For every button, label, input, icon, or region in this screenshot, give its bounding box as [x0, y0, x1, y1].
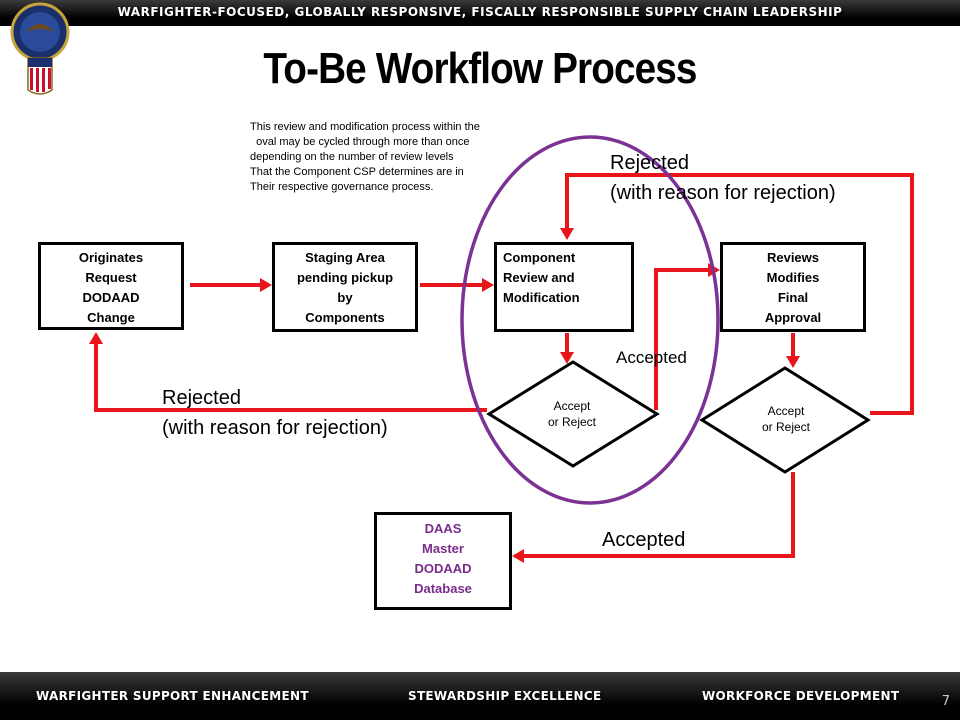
flow-label-line: (with reason for rejection) — [610, 182, 836, 204]
box-line: Request — [85, 270, 137, 285]
decision-line: or Reject — [547, 415, 597, 429]
rejected-label-top: Rejected (with reason for rejection) — [610, 148, 836, 208]
arrow-accepted-to-daas — [522, 472, 795, 558]
accepted-label-mid: Accepted — [616, 348, 687, 367]
footer-pillar: WORKFORCE DEVELOPMENT — [702, 689, 900, 703]
box-line: DODAAD — [82, 290, 140, 305]
box-line: Master — [422, 541, 464, 556]
header-band: WARFIGHTER-FOCUSED, GLOBALLY RESPONSIVE,… — [0, 0, 960, 26]
box-line: Reviews — [766, 250, 820, 265]
arrowhead — [482, 278, 494, 292]
decision-line: Accept — [553, 399, 591, 413]
originate-request-box: Originates Request DODAAD Change — [38, 242, 184, 330]
decision-line: or Reject — [761, 420, 811, 434]
flow-label-line: (with reason for rejection) — [162, 417, 388, 439]
box-line: pending pickup — [296, 270, 394, 285]
decision-diamond-final — [699, 366, 871, 474]
arrowhead — [560, 228, 574, 240]
box-line: Approval — [764, 310, 822, 325]
box-line: Component — [503, 250, 576, 265]
component-review-box: Component Review and Modification — [494, 242, 634, 332]
footer-pillar: STEWARDSHIP EXCELLENCE — [408, 689, 602, 703]
arrow-rejected-to-component — [565, 173, 914, 415]
footer-pillar: WARFIGHTER SUPPORT ENHANCEMENT — [36, 689, 309, 703]
box-line: by — [337, 290, 353, 305]
box-line: DODAAD — [414, 561, 472, 576]
arrowhead — [786, 356, 800, 368]
staging-area-box: Staging Area pending pickup by Component… — [272, 242, 418, 332]
box-line: Final — [777, 290, 809, 305]
decision-diamond-component — [486, 360, 660, 468]
note-line: depending on the number of review levels — [250, 151, 454, 163]
box-line: Change — [87, 310, 135, 325]
flow-label-line: Rejected — [162, 387, 241, 409]
final-approval-box: Reviews Modifies Final Approval — [720, 242, 866, 332]
box-line: Staging Area — [305, 250, 385, 265]
box-line: DAAS — [424, 521, 462, 536]
box-line: Modifies — [766, 270, 820, 285]
arrowhead — [512, 549, 524, 563]
agency-seal-logo — [10, 2, 70, 95]
arrowhead — [560, 352, 574, 364]
note-line: oval may be cycled through more than onc… — [250, 136, 470, 148]
component-decision-label: Accept or Reject — [522, 398, 622, 430]
page-number: 7 — [941, 694, 950, 709]
arrowhead — [260, 278, 272, 292]
process-note: This review and modification process wit… — [250, 120, 550, 195]
final-decision-label: Accept or Reject — [736, 403, 836, 435]
footer-band: WARFIGHTER SUPPORT ENHANCEMENT STEWARDSH… — [0, 672, 960, 720]
box-line: Database — [414, 581, 472, 596]
box-line: Modification — [503, 290, 580, 305]
box-line: Components — [305, 310, 385, 325]
decision-line: Accept — [767, 404, 805, 418]
daas-database-box: DAAS Master DODAAD Database — [374, 512, 512, 610]
flow-label-line: Rejected — [610, 152, 689, 174]
box-line: Originates — [78, 250, 144, 265]
note-line: This review and modification process wit… — [250, 121, 480, 133]
slide-title: To-Be Workflow Process — [263, 44, 697, 93]
accepted-label-bottom: Accepted — [602, 529, 686, 551]
rejected-label-bottom: Rejected (with reason for rejection) — [162, 383, 388, 443]
header-tagline: WARFIGHTER-FOCUSED, GLOBALLY RESPONSIVE,… — [117, 5, 843, 19]
note-line: Their respective governance process. — [250, 181, 434, 193]
arrow-rejected-to-originate — [94, 342, 487, 412]
arrowhead — [89, 332, 103, 344]
box-line: Review and — [503, 270, 575, 285]
note-line: That the Component CSP determines are in — [250, 166, 464, 178]
review-cycle-oval — [460, 135, 720, 505]
arrow-accepted-to-reviews — [654, 268, 710, 410]
